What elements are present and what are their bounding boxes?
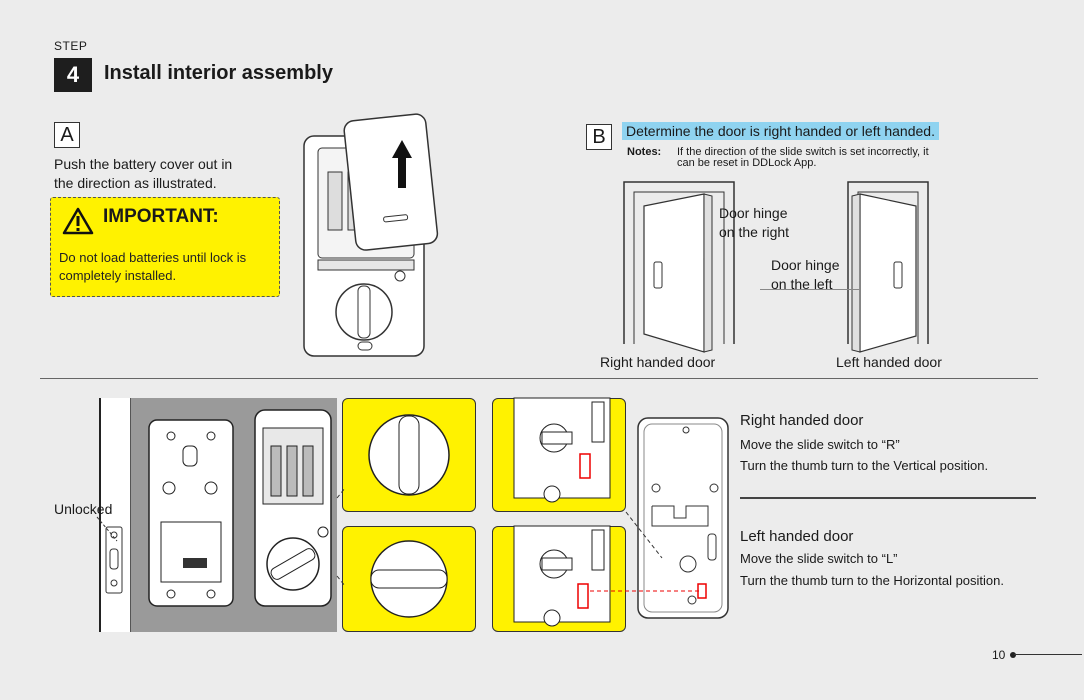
page-number: 10 (992, 648, 1006, 662)
left-hinge-label-line2: on the left (771, 276, 833, 292)
step-number-badge: 4 (54, 58, 92, 92)
right-handed-line1: Move the slide switch to “R” (740, 437, 900, 452)
right-hinge-pointer (703, 230, 704, 258)
left-handed-title: Left handed door (740, 528, 854, 545)
important-text-line2: completely installed. (59, 268, 177, 283)
left-handed-line2: Turn the thumb turn to the Horizontal po… (740, 573, 1004, 588)
section-b-letter: B (586, 124, 612, 150)
notes-line2: can be reset in DDLock App. (677, 157, 817, 169)
slide-switch-l-drawing (513, 525, 611, 627)
battery-cover-illustration (303, 113, 439, 357)
instruction-divider (740, 497, 1036, 499)
page-title: Install interior assembly (104, 62, 333, 84)
left-handed-line1: Move the slide switch to “L” (740, 551, 898, 566)
step-label: STEP (54, 39, 88, 53)
section-divider (40, 378, 1038, 379)
left-hinge-pointer (760, 289, 860, 290)
thumb-turn-vertical-drawing (368, 414, 450, 496)
right-handed-title: Right handed door (740, 412, 864, 429)
page-number-dot (1010, 652, 1016, 658)
right-handed-line2: Turn the thumb turn to the Vertical posi… (740, 458, 989, 473)
right-door-caption: Right handed door (600, 354, 716, 370)
section-a-letter: A (54, 122, 80, 148)
unlocked-pointer (96, 516, 118, 542)
notes-label: Notes: (627, 146, 662, 158)
important-warning-box: IMPORTANT: Do not load batteries until l… (50, 197, 280, 297)
section-a-instruction-line1: Push the battery cover out in (54, 156, 233, 172)
connector-lines (336, 487, 700, 592)
important-heading: IMPORTANT: (103, 206, 219, 227)
latch-plate-drawing (105, 526, 123, 594)
door-edge-line (99, 398, 101, 632)
important-text-line1: Do not load batteries until lock is (59, 250, 247, 265)
section-a-instruction-line2: the direction as illustrated. (54, 175, 217, 191)
section-b-heading: Determine the door is right handed or le… (622, 122, 939, 140)
left-hinge-label-line1: Door hinge (771, 257, 840, 273)
thumb-turn-horizontal-drawing (370, 540, 448, 618)
right-hinge-label-line2: on the right (719, 224, 790, 240)
slide-switch-r-drawing (513, 397, 611, 503)
left-door-caption: Left handed door (836, 354, 942, 370)
right-handed-door-drawing (623, 181, 735, 353)
interior-assembly-drawing (148, 409, 332, 607)
mounting-plate-drawing (637, 417, 729, 619)
warning-triangle-icon (62, 207, 94, 235)
notes-line1: If the direction of the slide switch is … (677, 146, 929, 158)
unlocked-label: Unlocked (54, 501, 113, 517)
right-hinge-label-line1: Door hinge (719, 205, 788, 221)
left-handed-door-drawing (847, 181, 929, 353)
page-number-rule (1014, 654, 1082, 655)
